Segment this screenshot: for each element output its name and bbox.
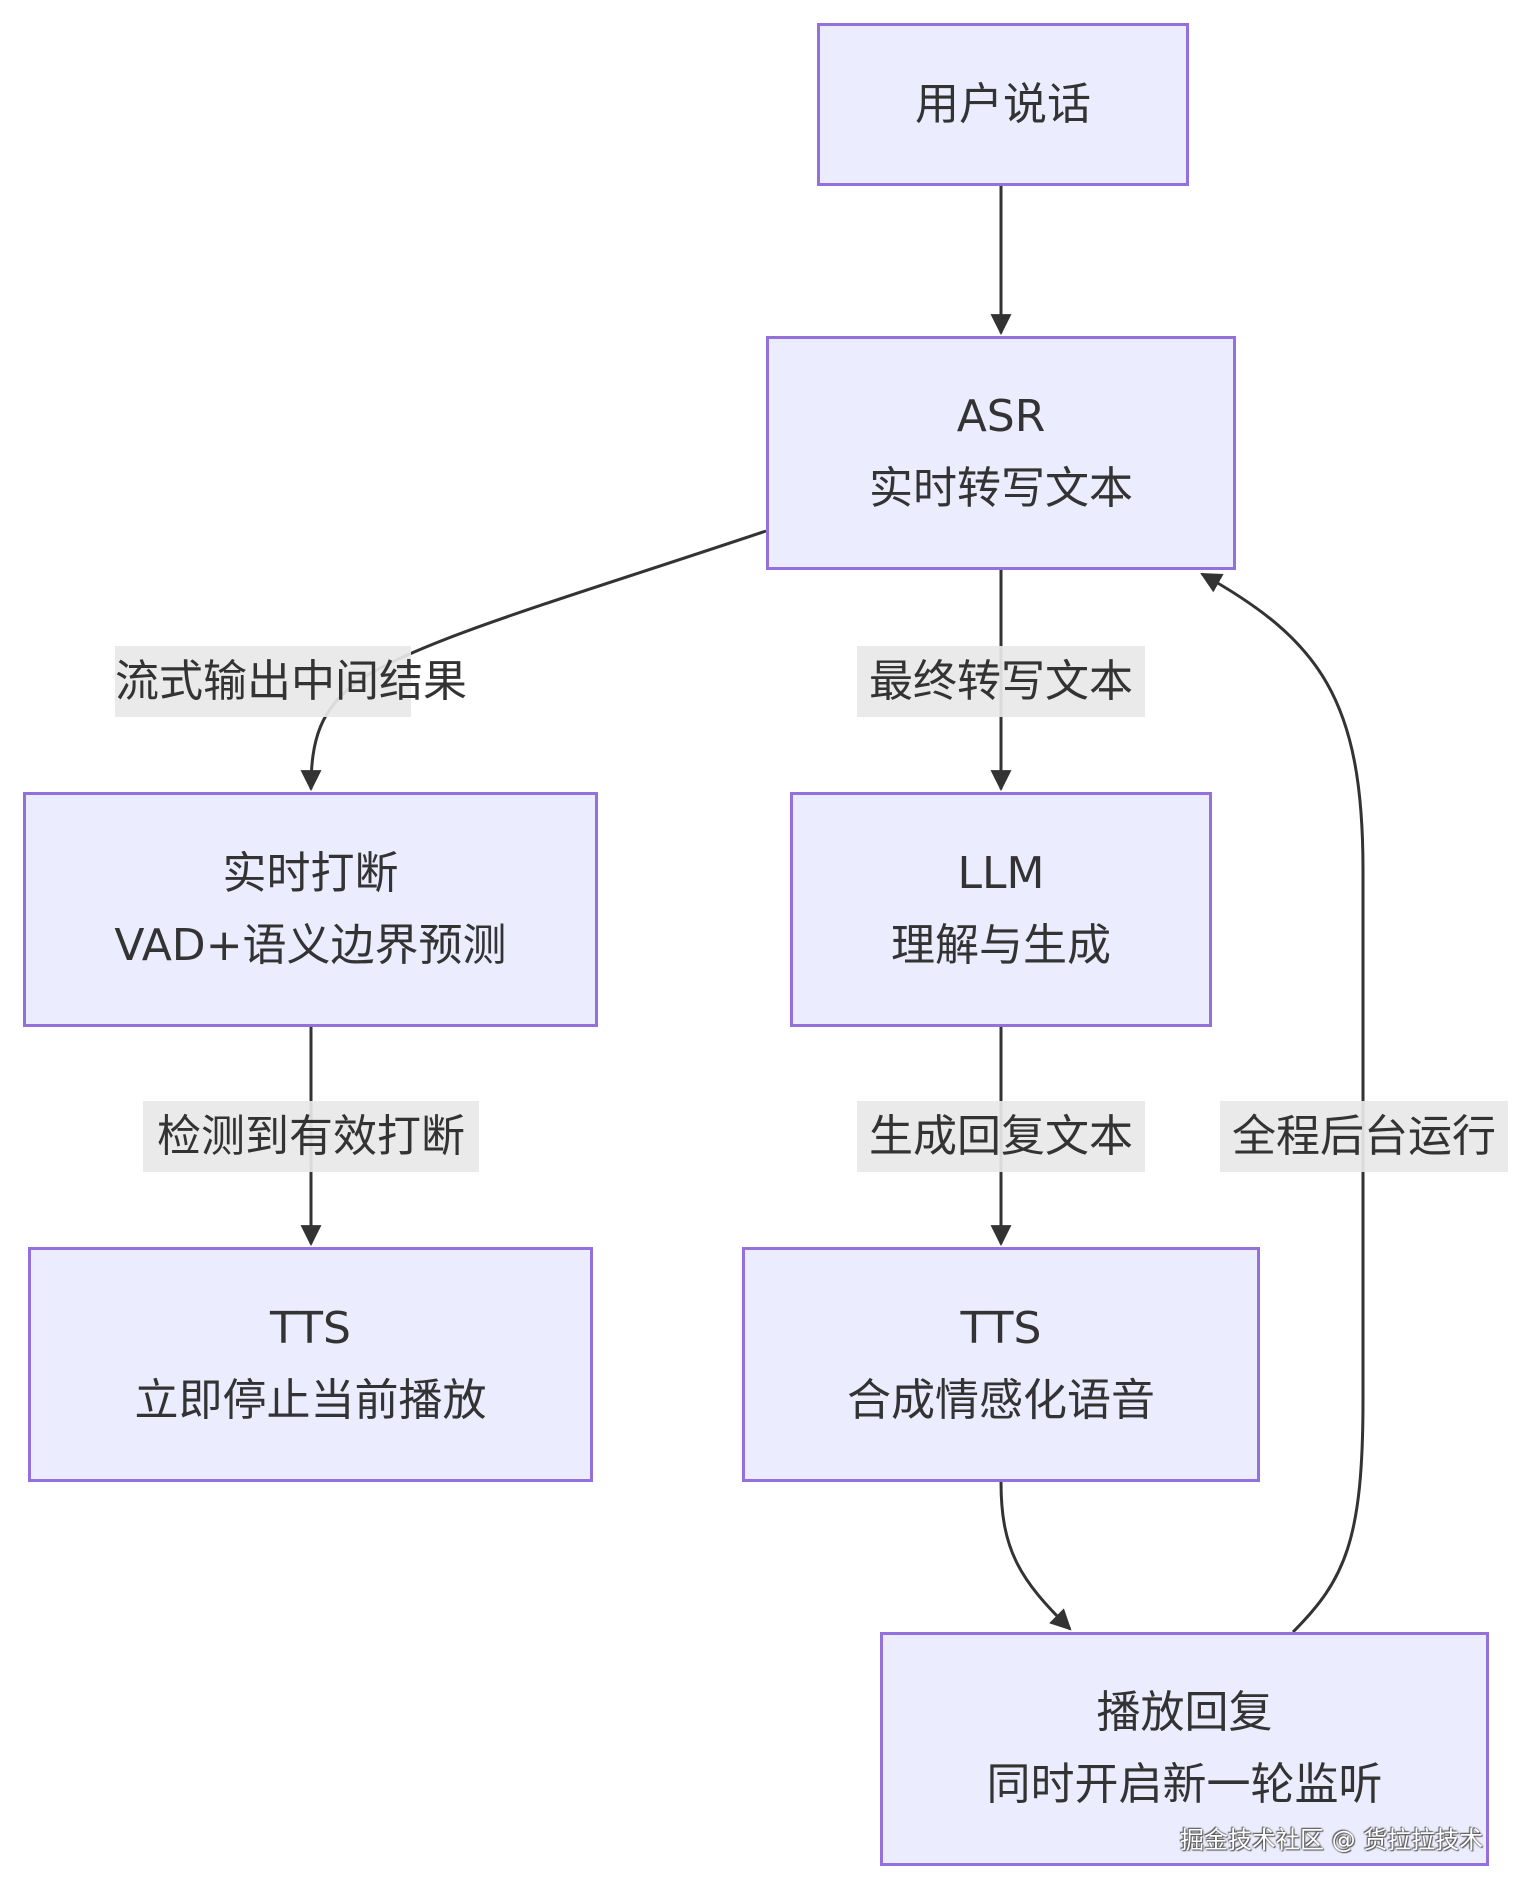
edge-label-final-transcript: 最终转写文本	[857, 646, 1145, 717]
edge-label-streaming-intermediate: 流式输出中间结果	[115, 646, 467, 717]
node-tts-synth-title: TTS	[960, 1302, 1042, 1354]
edge-play-to-asr	[1200, 572, 1365, 1634]
edge-label-background-run: 全程后台运行	[1220, 1101, 1508, 1172]
node-llm-title: LLM	[957, 847, 1045, 899]
node-llm-desc: 理解与生成	[891, 919, 1111, 971]
edge-label-valid-interrupt: 检测到有效打断	[143, 1101, 479, 1172]
node-asr: ASR 实时转写文本	[766, 336, 1236, 570]
node-play-reply: 播放回复 同时开启新一轮监听	[880, 1632, 1489, 1866]
node-user-speaks-text: 用户说话	[915, 78, 1091, 130]
node-realtime-interrupt-title: 实时打断	[222, 847, 399, 899]
node-realtime-interrupt-desc: VAD+语义边界预测	[114, 919, 507, 971]
node-llm: LLM 理解与生成	[790, 792, 1212, 1027]
node-tts-synth: TTS 合成情感化语音	[742, 1247, 1260, 1482]
node-play-reply-desc: 同时开启新一轮监听	[986, 1759, 1383, 1810]
edge-label-generate-reply: 生成回复文本	[857, 1101, 1145, 1172]
node-play-reply-title: 播放回复	[1096, 1687, 1273, 1738]
node-realtime-interrupt: 实时打断 VAD+语义边界预测	[23, 792, 598, 1027]
node-tts-synth-desc: 合成情感化语音	[847, 1374, 1155, 1426]
node-tts-stop-desc: 立即停止当前播放	[134, 1374, 487, 1426]
node-asr-desc: 实时转写文本	[869, 463, 1133, 514]
watermark: 掘金技术社区 @ 货拉拉技术	[1180, 1826, 1484, 1854]
edge-tts-synth-to-play	[999, 1481, 1072, 1631]
node-tts-stop-title: TTS	[270, 1302, 351, 1354]
node-asr-title: ASR	[956, 391, 1046, 442]
node-user-speaks: 用户说话	[817, 23, 1189, 186]
node-tts-stop: TTS 立即停止当前播放	[28, 1247, 593, 1482]
